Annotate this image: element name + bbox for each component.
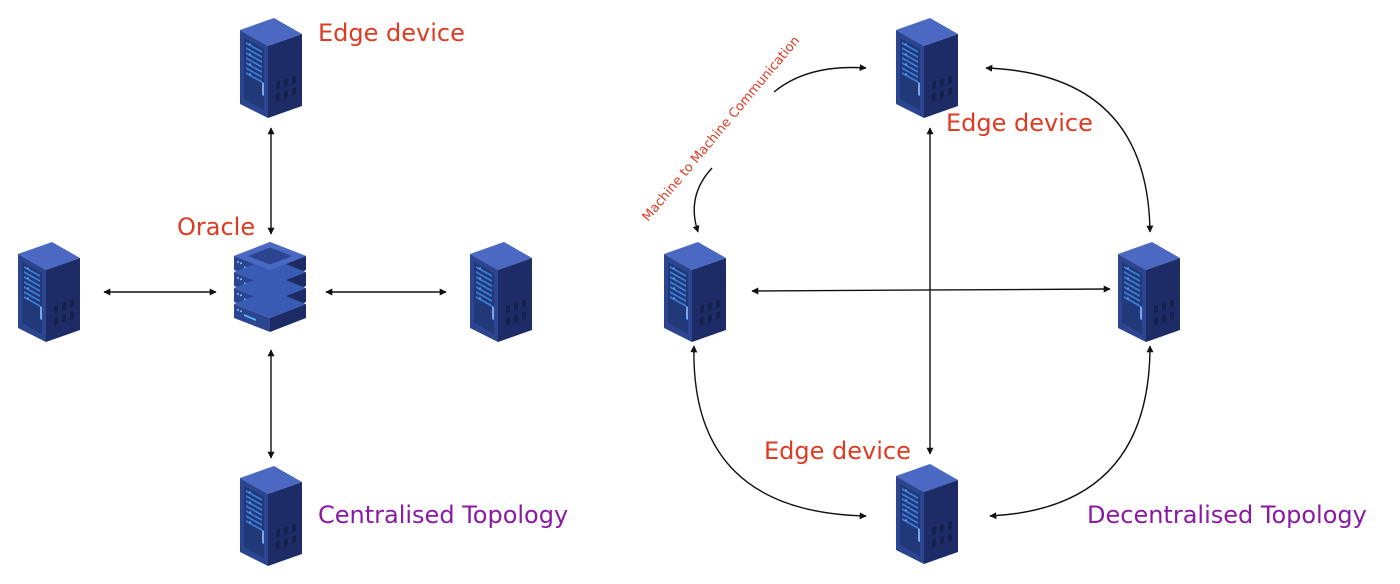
right-right-server-icon: [1118, 242, 1180, 342]
right-topleft-curve-arrow-lower: [692, 167, 713, 233]
left-top-device-label: Edge device: [318, 19, 465, 47]
connector-layer: [103, 64, 1154, 520]
right-topright-curve-arrow: [985, 64, 1154, 233]
right-bottom-device-label: Edge device: [764, 437, 911, 465]
right-top-device-label: Edge device: [946, 109, 1093, 137]
right-bottom-server-icon: [896, 464, 958, 564]
left-bottom-server-icon: [240, 466, 302, 566]
oracle-server-stack-icon: [234, 242, 306, 332]
oracle-label: Oracle: [177, 213, 255, 241]
right-left-server-icon: [664, 242, 726, 342]
left-right-server-icon: [470, 242, 532, 342]
left-left-server-icon: [18, 242, 80, 342]
right-bottomleft-curve-arrow: [690, 345, 867, 520]
machine-communication-label: Machine to Machine Communication: [640, 34, 804, 225]
right-top-server-icon: [896, 18, 958, 118]
right-horizontal-arrow: [751, 285, 1111, 295]
right-topleft-curve-arrow: [773, 64, 867, 93]
right-bottomright-curve-arrow: [989, 345, 1154, 520]
decentralised-topology-label: Decentralised Topology: [1087, 501, 1367, 529]
centralised-topology-label: Centralised Topology: [318, 501, 568, 529]
left-top-server-icon: [240, 18, 302, 118]
